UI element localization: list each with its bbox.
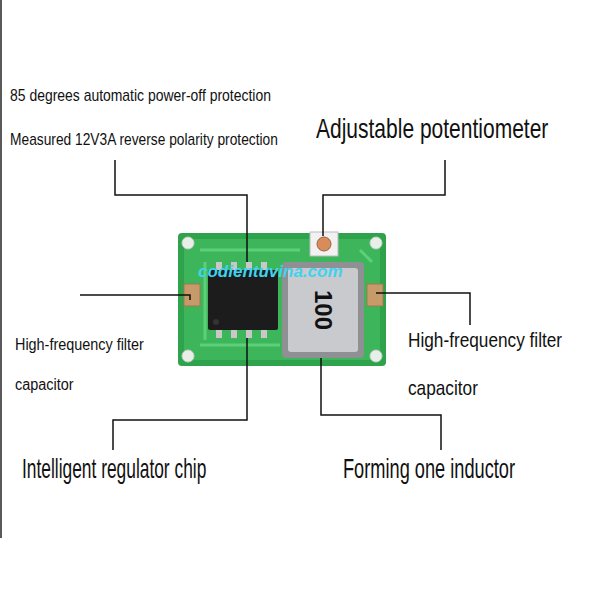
callout-text: Adjustable potentiometer bbox=[316, 112, 548, 146]
leader-line bbox=[80, 160, 470, 450]
callout-text: Forming one inductor bbox=[343, 452, 515, 486]
mounting-hole bbox=[182, 350, 194, 362]
mounting-hole bbox=[182, 237, 194, 249]
chip-dot bbox=[213, 319, 219, 325]
mounting-hole bbox=[370, 237, 382, 249]
callout-text: Measured 12V3A reverse polarity protecti… bbox=[10, 130, 278, 150]
pcb-board bbox=[178, 233, 386, 366]
pcb-surface bbox=[184, 239, 380, 360]
callout-text: High-frequency filter capacitor bbox=[15, 325, 195, 405]
watermark: codientuvina.com bbox=[198, 262, 343, 282]
mounting-hole bbox=[370, 350, 382, 362]
border-line bbox=[0, 0, 2, 538]
callout-text: High-frequency filter capacitor bbox=[408, 316, 599, 412]
callout-text: 85 degrees automatic power-off protectio… bbox=[10, 86, 271, 106]
callout-text: Intelligent regulator chip bbox=[22, 452, 206, 486]
potentiometer bbox=[310, 232, 338, 256]
filter-capacitor bbox=[367, 284, 383, 306]
potentiometer-knob bbox=[317, 237, 331, 251]
component-marking: 100 bbox=[309, 290, 338, 330]
